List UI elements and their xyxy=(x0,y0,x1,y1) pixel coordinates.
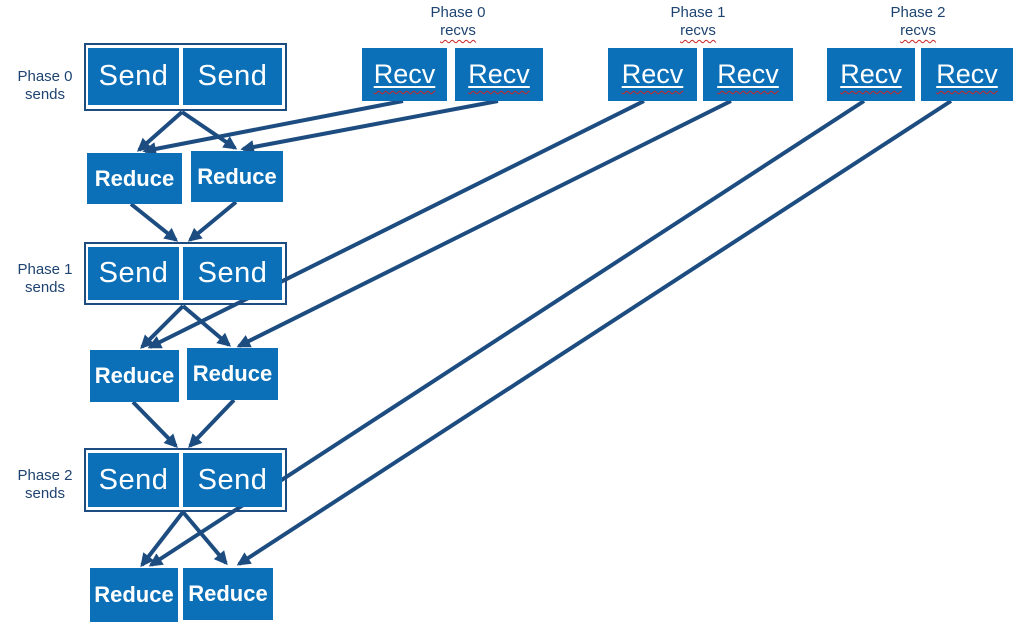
phase1-reduce-left: Reduce xyxy=(90,350,179,402)
phase1-sends-label-line1: Phase 1 xyxy=(17,261,73,278)
phase0-sends-label: Phase 0 sends xyxy=(13,68,77,104)
phase0-sends-label-line1: Phase 0 xyxy=(17,68,73,85)
arrow-p1-send-to-reduce-right xyxy=(181,304,232,347)
phase2-send-box-right: Send xyxy=(183,453,282,507)
reduce-label: Reduce xyxy=(94,363,175,388)
send-label: Send xyxy=(98,463,169,496)
phase1-send-box-left: Send xyxy=(88,247,179,300)
phase2-sends-label-line1: Phase 2 xyxy=(17,467,73,484)
phase1-recvs-label: Phase 1 recvs recvs xyxy=(653,4,743,40)
arrow-p2-recv-right-to-reduce-right xyxy=(236,99,953,566)
phase2-recvs-label-line2: recvs recvs xyxy=(900,22,936,40)
arrow-p0-recv-right-to-reduce-right xyxy=(240,99,499,154)
phase0-recvs-label-line2: recvs recvs xyxy=(440,22,476,40)
reduce-label: Reduce xyxy=(197,163,277,189)
phase2-reduce-right: Reduce xyxy=(183,568,273,620)
arrow-p0-recv-left-to-reduce-left xyxy=(142,99,404,156)
arrow-p0-reduce-left-to-p1-send xyxy=(129,202,179,242)
phase0-send-box-left: Send xyxy=(88,48,179,105)
phase2-sends-label-line2: sends xyxy=(24,485,66,502)
arrow-p1-recv-left-to-reduce-left xyxy=(147,99,645,349)
send-label: Send xyxy=(197,463,268,496)
phase0-recvs-label: Phase 0 recvs recvs xyxy=(413,4,503,40)
recv-label: Recv xyxy=(717,59,779,89)
reduce-label: Reduce xyxy=(188,581,268,606)
recv-label: Recv xyxy=(840,59,902,89)
phase2-recvs-label: Phase 2 recvs recvs xyxy=(873,4,963,40)
phase0-reduce-right: Reduce xyxy=(191,151,283,202)
phase1-sends-label: Phase 1 sends xyxy=(13,261,77,297)
phase0-recvs-label-line1: Phase 0 xyxy=(430,4,486,21)
recv-label: Recv xyxy=(373,59,436,89)
arrow-p1-reduce-right-to-p2-send xyxy=(188,398,236,448)
send-label: Send xyxy=(98,257,169,289)
reduce-label: Reduce xyxy=(94,165,175,191)
phase0-reduce-left: Reduce xyxy=(87,153,182,204)
phase0-sends-label-line2: sends xyxy=(24,86,66,103)
phase1-recvs-label-line2: recvs recvs xyxy=(680,22,716,40)
phase2-reduce-left: Reduce xyxy=(90,568,178,622)
recvs-text: recvs xyxy=(900,22,936,39)
phase0-send-box-right: Send xyxy=(183,48,282,105)
phase1-sends-label-line2: sends xyxy=(24,279,66,296)
phase2-send-box-left: Send xyxy=(88,453,179,507)
reduce-label: Reduce xyxy=(94,582,174,607)
send-label: Send xyxy=(197,60,268,92)
recv-label: Recv xyxy=(468,59,530,89)
phase1-send-box-right: Send xyxy=(183,247,282,300)
arrow-p1-recv-right-to-reduce-right xyxy=(236,99,732,348)
send-label: Send xyxy=(197,257,268,289)
recvs-text: recvs xyxy=(680,22,716,39)
phase2-sends-label: Phase 2 sends xyxy=(13,467,77,503)
recv-label: Recv xyxy=(621,59,684,89)
recv-label: Recv xyxy=(936,59,998,89)
recvs-text: recvs xyxy=(440,22,476,39)
phase1-recvs-label-line1: Phase 1 xyxy=(670,4,726,21)
reduce-label: Reduce xyxy=(192,361,273,386)
arrow-p1-reduce-left-to-p2-send xyxy=(131,400,178,448)
arrow-p0-reduce-right-to-p1-send xyxy=(187,200,238,242)
phase2-recvs-label-line1: Phase 2 xyxy=(890,4,946,21)
arrow-p0-send-to-reduce-right xyxy=(180,110,238,150)
arrow-p2-send-to-reduce-right xyxy=(181,510,228,566)
phase1-reduce-right: Reduce xyxy=(187,348,278,400)
send-label: Send xyxy=(98,60,169,92)
